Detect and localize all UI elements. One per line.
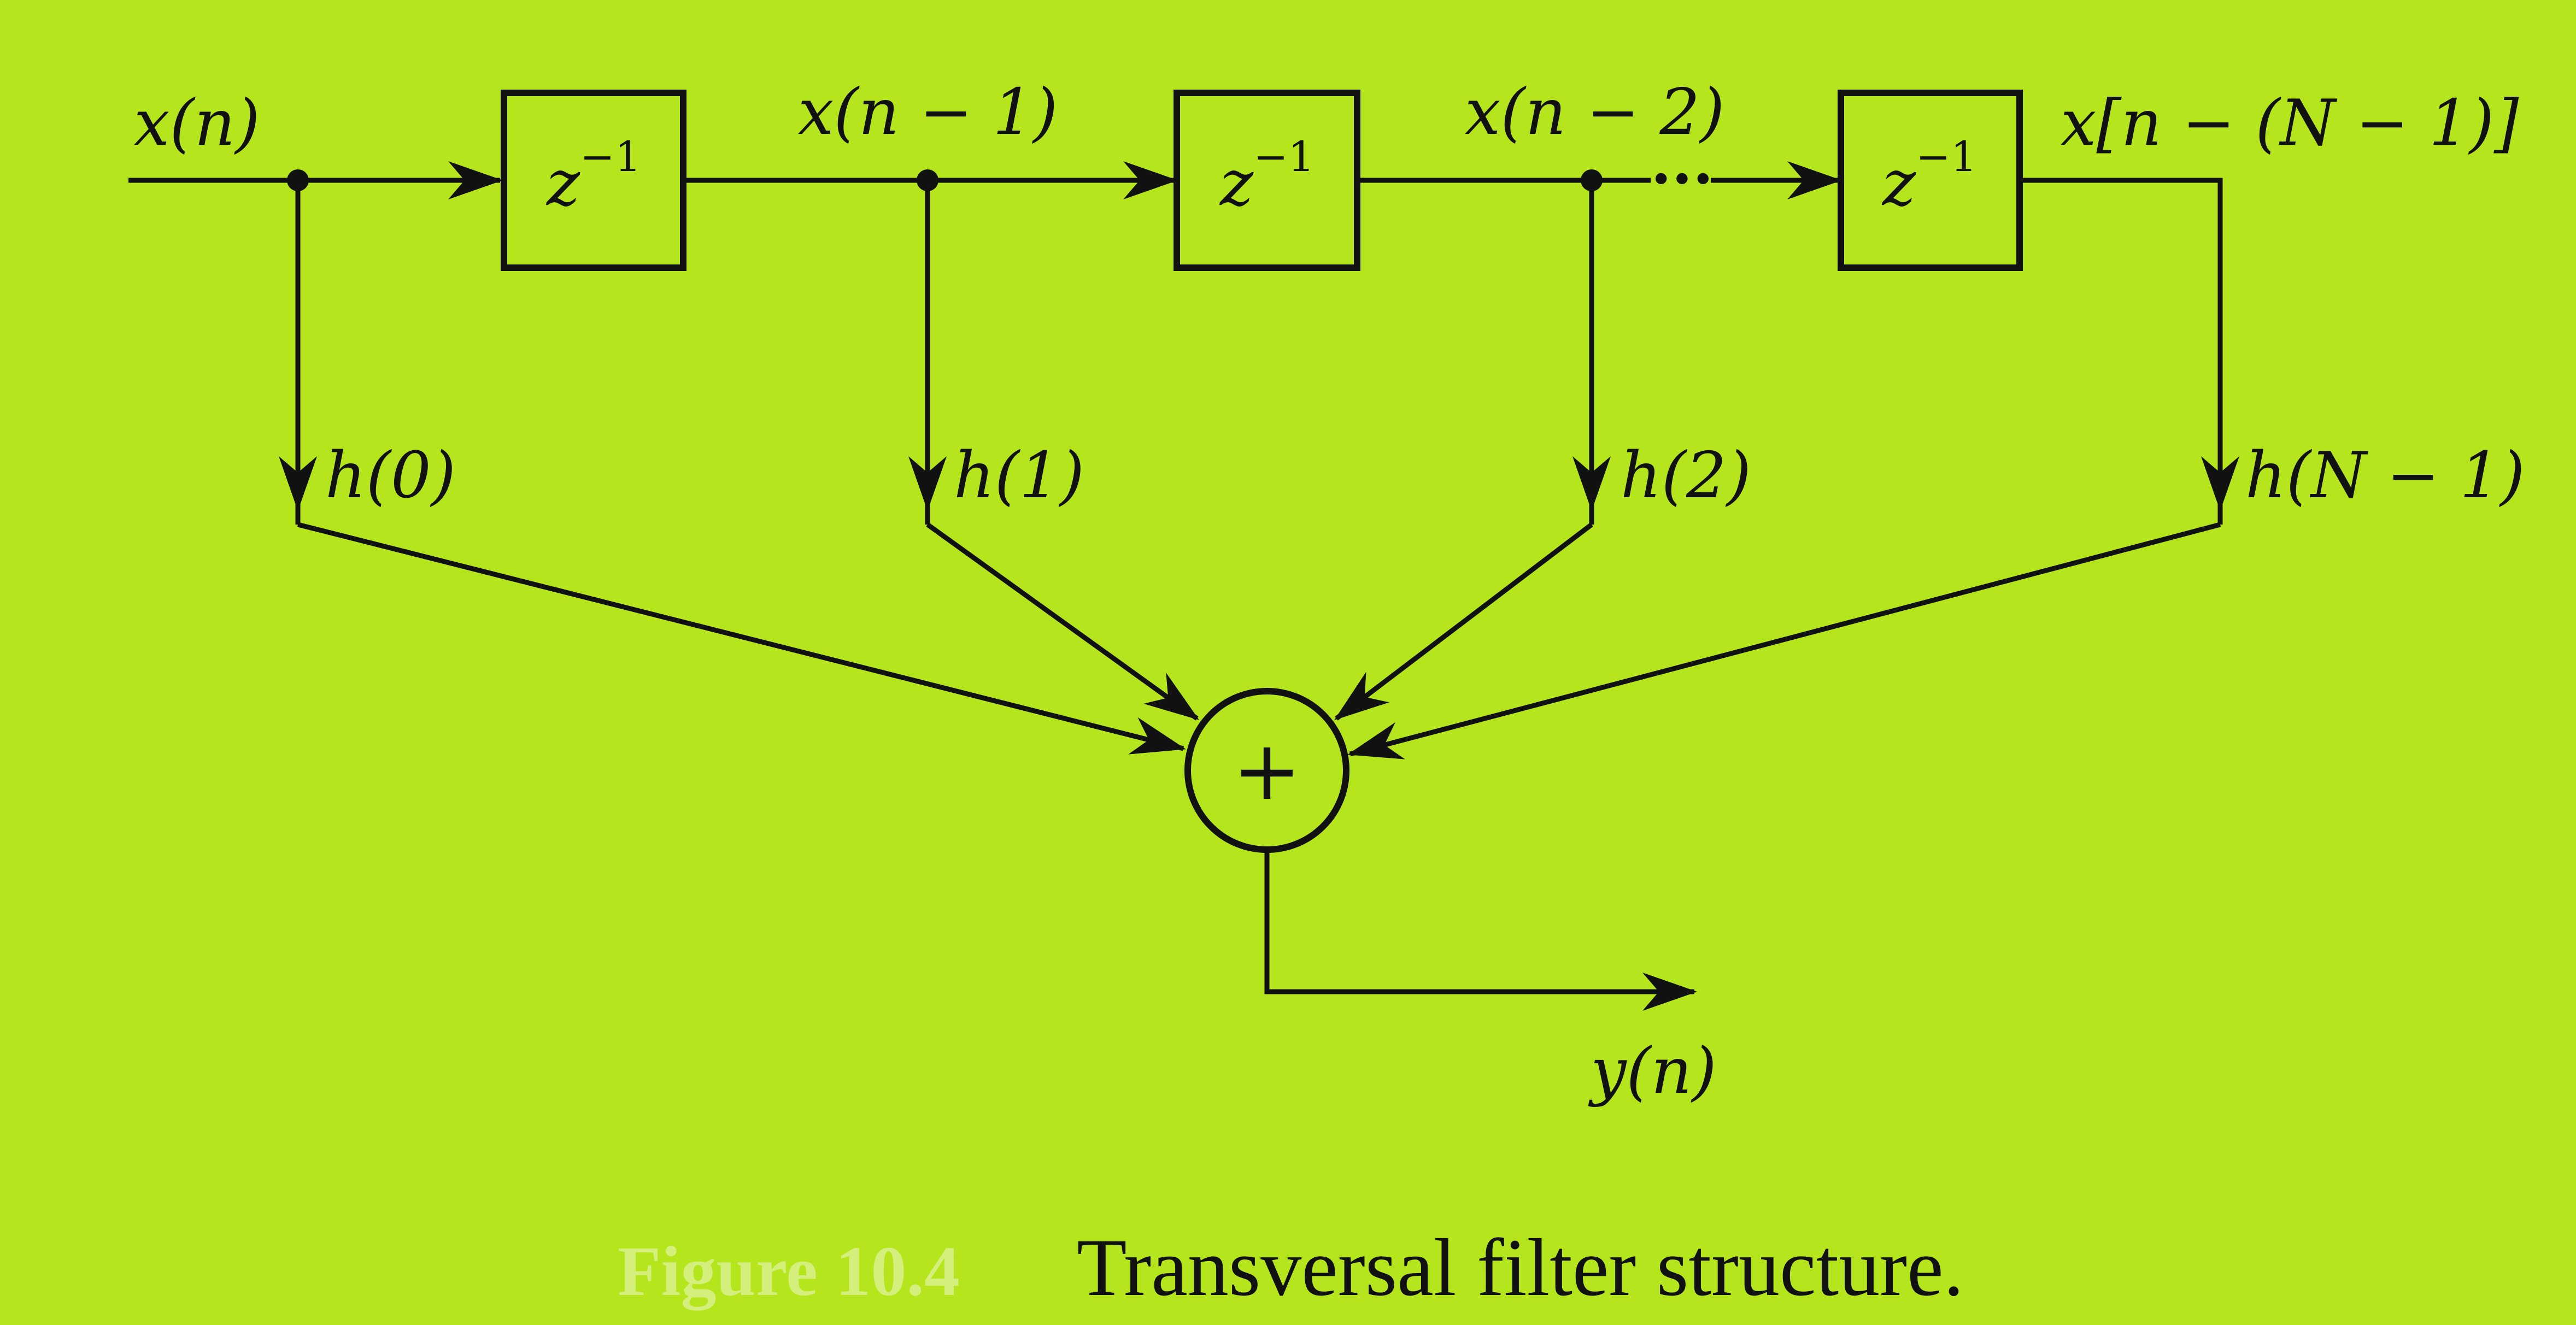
continuation-dots: ···: [1651, 143, 1714, 214]
delay-block-exponent: −1: [580, 132, 641, 181]
delay-block-label: z: [1881, 146, 1916, 220]
coefficient-hN-1: h(N − 1): [2245, 439, 2525, 513]
sum-line-2: [1334, 522, 1593, 721]
delay-block-2: z−1: [1173, 90, 1360, 271]
wire-delay-3-out: [2020, 178, 2223, 191]
sum-line-1: [926, 522, 1200, 721]
input-label: x(n): [134, 86, 260, 160]
sum-line-3: [1347, 522, 2221, 759]
delay-block-exponent: −1: [1916, 132, 1977, 181]
coefficient-h0: h(0): [325, 439, 456, 513]
adder-symbol: +: [1233, 723, 1301, 818]
caption-number: Figure 10.4: [618, 1232, 960, 1311]
svg-text:z−1: z−1: [545, 132, 641, 220]
tap-label-3: x[n − (N − 1)]: [2061, 86, 2519, 160]
svg-text:z−1: z−1: [1219, 132, 1315, 220]
output-wire: [1264, 850, 1697, 1011]
output-label: y(n): [1588, 1034, 1717, 1108]
caption-text: Transversal filter structure.: [1077, 1222, 1964, 1313]
delay-block-exponent: −1: [1253, 132, 1315, 181]
tap-label-1: x(n − 1): [798, 75, 1058, 149]
delay-block-1: z−1: [501, 90, 686, 271]
coefficient-h1: h(1): [954, 439, 1084, 513]
coefficient-h2: h(2): [1621, 439, 1751, 513]
tap-label-2: x(n − 2): [1465, 75, 1724, 149]
delay-block-label: z: [1219, 146, 1254, 220]
svg-text:z−1: z−1: [1881, 132, 1977, 220]
delay-block-3: z−1: [1838, 90, 2023, 271]
delay-block-label: z: [545, 146, 580, 220]
adder: +: [1184, 688, 1349, 853]
sum-line-0: [297, 522, 1186, 755]
